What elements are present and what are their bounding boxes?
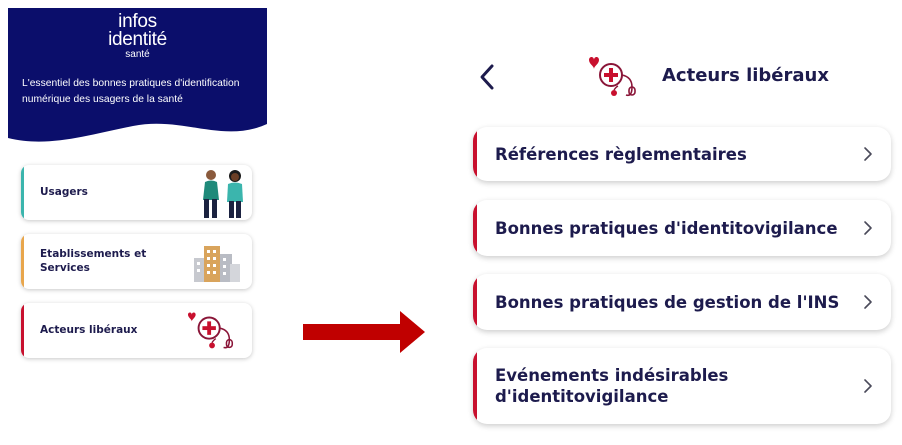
header-banner: infos identité santé L'essentiel des bon…: [8, 8, 267, 148]
menu-card-etablissements[interactable]: Etablissements et Services: [21, 234, 252, 289]
card-accent-teal: [21, 165, 24, 220]
menu-card-acteurs-liberaux[interactable]: Acteurs libéraux: [21, 303, 252, 358]
logo-text-identite: identité: [108, 29, 167, 50]
menu-card-usagers[interactable]: Usagers: [21, 165, 252, 220]
people-icon: [203, 170, 243, 218]
buildings-icon: [194, 246, 240, 282]
list-item-evenements-indesirables[interactable]: Evénements indésirables d'identitovigila…: [473, 348, 891, 424]
list-item-gestion-ins[interactable]: Bonnes pratiques de gestion de l'INS: [473, 274, 891, 330]
list-item-label: Bonnes pratiques de gestion de l'INS: [495, 293, 840, 312]
chevron-left-icon: [480, 64, 494, 90]
card-accent-red: [473, 200, 477, 256]
menu-card-label: Etablissements et Services: [40, 248, 147, 274]
left-phone-screen: infos identité santé L'essentiel des bon…: [8, 8, 267, 368]
list-item-references-reglementaires[interactable]: Références règlementaires: [473, 127, 891, 181]
logo-text-infos: infos: [118, 11, 157, 32]
banner-background: [8, 8, 267, 142]
back-button[interactable]: [477, 62, 499, 92]
list-item-bonnes-pratiques-identitovigilance[interactable]: Bonnes pratiques d'identitovigilance: [473, 200, 891, 256]
card-accent-red: [473, 348, 477, 424]
stethoscope-heart-icon: [187, 312, 234, 349]
logo-text-sante: santé: [125, 49, 150, 60]
card-accent-red: [473, 127, 477, 181]
transition-arrow-icon: [303, 311, 425, 353]
chevron-right-icon: [864, 221, 872, 235]
card-accent-orange: [21, 234, 24, 289]
screen-title: Acteurs libéraux: [662, 65, 829, 86]
chevron-right-icon: [864, 379, 872, 393]
card-accent-red: [473, 274, 477, 330]
list-item-label: Références règlementaires: [495, 145, 747, 164]
chevron-right-icon: [864, 147, 872, 161]
list-item-label: Bonnes pratiques d'identitovigilance: [495, 219, 838, 238]
chevron-right-icon: [864, 295, 872, 309]
list-item-label: Evénements indésirables d'identitovigila…: [495, 366, 729, 406]
menu-card-label: Acteurs libéraux: [40, 324, 138, 336]
menu-card-label: Usagers: [40, 186, 88, 198]
app-tagline: L'essentiel des bonnes pratiques d'ident…: [22, 78, 240, 105]
stethoscope-heart-icon: [589, 57, 636, 97]
card-accent-red: [21, 303, 24, 358]
